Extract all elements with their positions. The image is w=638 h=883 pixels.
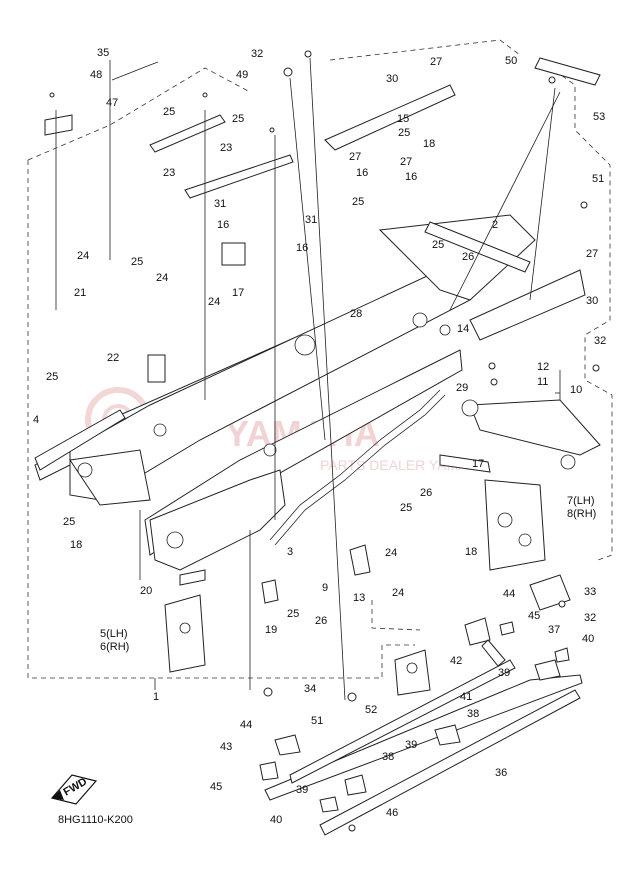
callout-9: 9 — [322, 582, 328, 594]
callout-24b: 24 — [156, 272, 168, 284]
callout-labels: 1 2 3 4 5(LH) 6(RH) 7(LH) 8(RH) 9 10 11 … — [33, 47, 606, 826]
callout-24a: 24 — [77, 250, 89, 262]
callout-24d: 24 — [385, 547, 397, 559]
callout-25i: 25 — [400, 502, 412, 514]
fasteners — [49, 50, 600, 832]
callout-44b: 44 — [240, 719, 252, 731]
callout-6: 6(RH) — [100, 641, 129, 653]
callout-25e: 25 — [432, 239, 444, 251]
callout-33: 33 — [584, 586, 596, 598]
callout-16d: 16 — [296, 242, 308, 254]
callout-32c: 32 — [584, 612, 596, 624]
callout-26a: 26 — [462, 251, 474, 263]
callout-23b: 23 — [220, 142, 232, 154]
callout-5: 5(LH) — [100, 628, 128, 640]
callout-8: 8(RH) — [567, 508, 596, 520]
callout-10: 10 — [570, 384, 582, 396]
callout-53: 53 — [593, 111, 605, 123]
callout-25h: 25 — [63, 516, 75, 528]
callout-42: 42 — [450, 655, 462, 667]
callout-34: 34 — [304, 683, 316, 695]
callout-31a: 31 — [214, 198, 226, 210]
callout-17a: 17 — [232, 287, 244, 299]
callout-48: 48 — [90, 69, 102, 81]
callout-27b: 27 — [349, 151, 361, 163]
callout-17b: 17 — [472, 458, 484, 470]
callout-20: 20 — [140, 585, 152, 597]
callout-25g: 25 — [46, 371, 58, 383]
callout-31b: 31 — [305, 214, 317, 226]
callout-44a: 44 — [503, 588, 515, 600]
callout-27d: 27 — [586, 248, 598, 260]
callout-2: 2 — [492, 219, 498, 231]
callout-40a: 40 — [582, 633, 594, 645]
callout-30b: 30 — [586, 295, 598, 307]
callout-30a: 30 — [386, 73, 398, 85]
callout-11: 11 — [537, 376, 548, 388]
callout-25a: 25 — [163, 106, 175, 118]
callout-25f: 25 — [131, 256, 143, 268]
catalog-code: 8HG1110-K200 — [58, 814, 133, 826]
callout-50: 50 — [505, 55, 517, 67]
callout-45a: 45 — [528, 610, 540, 622]
callout-49: 49 — [236, 69, 248, 81]
callout-29: 29 — [456, 382, 468, 394]
frame-assembly — [34, 57, 601, 836]
callout-28: 28 — [350, 308, 362, 320]
callout-51a: 51 — [592, 173, 604, 185]
callout-25b: 25 — [232, 113, 244, 125]
fwd-arrow-icon: FWD — [50, 774, 98, 805]
callout-16b: 16 — [405, 171, 417, 183]
callout-27c: 27 — [400, 156, 412, 168]
callout-38a: 38 — [467, 708, 479, 720]
callout-32a: 32 — [251, 48, 263, 60]
callout-12: 12 — [537, 361, 549, 373]
callout-15: 15 — [397, 113, 409, 125]
callout-43: 43 — [220, 741, 232, 753]
callout-36: 36 — [495, 767, 507, 779]
callout-18b: 18 — [70, 539, 82, 551]
callout-25j: 25 — [287, 608, 299, 620]
callout-35: 35 — [97, 47, 109, 59]
callout-41: 41 — [460, 691, 472, 703]
callout-19: 19 — [265, 624, 277, 636]
callout-16c: 16 — [217, 219, 229, 231]
callout-24c: 24 — [208, 296, 220, 308]
callout-26b: 26 — [420, 487, 432, 499]
callout-52: 52 — [365, 704, 377, 716]
callout-13: 13 — [353, 592, 365, 604]
callout-37: 37 — [548, 624, 560, 636]
callout-25c: 25 — [398, 127, 410, 139]
callout-39c: 39 — [296, 784, 308, 796]
callout-22: 22 — [107, 352, 119, 364]
callout-39b: 39 — [405, 739, 417, 751]
callout-18a: 18 — [423, 138, 435, 150]
callout-39a: 39 — [498, 667, 510, 679]
callout-14: 14 — [457, 323, 469, 335]
callout-7: 7(LH) — [567, 495, 595, 507]
callout-16a: 16 — [356, 167, 368, 179]
callout-1: 1 — [153, 691, 159, 703]
callout-24e: 24 — [392, 587, 404, 599]
callout-18c: 18 — [465, 546, 477, 558]
callout-45b: 45 — [210, 781, 222, 793]
callout-46: 46 — [386, 807, 398, 819]
callout-38b: 38 — [382, 751, 394, 763]
callout-27a: 27 — [430, 56, 442, 68]
callout-23a: 23 — [163, 167, 175, 179]
callout-21: 21 — [74, 287, 86, 299]
callout-51b: 51 — [311, 715, 323, 727]
callout-26c: 26 — [315, 615, 327, 627]
callout-40b: 40 — [270, 814, 282, 826]
callout-4: 4 — [33, 414, 39, 426]
group-boundary — [27, 39, 613, 679]
leader-lines — [55, 57, 561, 701]
callout-47: 47 — [106, 97, 118, 109]
callout-32b: 32 — [594, 335, 606, 347]
callout-25d: 25 — [352, 196, 364, 208]
callout-3: 3 — [287, 546, 293, 558]
